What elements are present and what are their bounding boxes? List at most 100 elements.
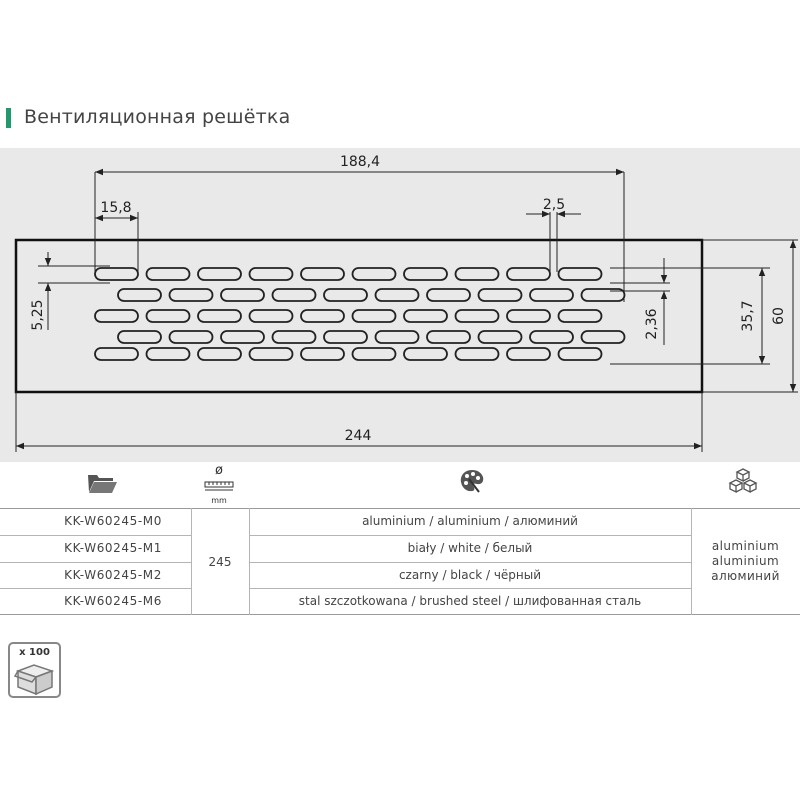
page-title: Вентиляционная решётка — [24, 106, 291, 128]
slot — [300, 267, 345, 281]
material-line: алюминий — [711, 569, 780, 583]
slot — [145, 347, 191, 361]
slot — [351, 347, 397, 361]
slot — [197, 267, 242, 281]
dim-total-length: 244 — [15, 392, 703, 452]
slot — [220, 330, 265, 344]
slot — [506, 309, 551, 323]
slot — [197, 309, 242, 323]
diameter-header: ø mm — [203, 464, 235, 505]
slot — [557, 267, 603, 281]
folder-icon — [88, 475, 117, 493]
package-quantity: x 100 — [19, 647, 50, 658]
diameter-unit: mm — [211, 496, 227, 505]
dim-text-5-25: 5,25 — [30, 299, 46, 330]
slot — [271, 330, 317, 344]
row-divider — [249, 562, 691, 563]
ruler-icon — [204, 481, 234, 491]
slot — [323, 288, 368, 302]
column-divider — [691, 508, 692, 615]
box-icon — [14, 664, 55, 695]
grille-outline — [14, 238, 704, 394]
slot — [117, 288, 162, 302]
dim-text-35-7: 35,7 — [740, 300, 756, 331]
slot — [271, 288, 317, 302]
slot — [477, 288, 523, 302]
slot — [580, 330, 626, 344]
row-divider — [249, 535, 691, 536]
slot — [94, 309, 139, 323]
palette-icon — [460, 470, 484, 493]
product-code: KK-W60245-M6 — [64, 594, 162, 608]
cubes-icon — [728, 468, 758, 494]
slot-pattern — [94, 267, 626, 361]
product-code: KK-W60245-M1 — [64, 541, 162, 555]
dim-slot-gap: 2,5 — [526, 197, 581, 272]
dim-text-2-5: 2,5 — [543, 197, 565, 213]
product-code: KK-W60245-M0 — [64, 514, 162, 528]
slot — [94, 267, 139, 281]
column-divider — [249, 508, 250, 615]
dim-total-height: 60 — [702, 239, 798, 393]
slot — [557, 347, 603, 361]
product-color: biały / white / белый — [407, 541, 533, 555]
slot — [454, 309, 500, 323]
slot — [145, 309, 191, 323]
table-top-border — [0, 508, 800, 509]
slot — [220, 288, 265, 302]
slot — [374, 288, 420, 302]
title-accent-bar — [6, 108, 11, 128]
slot — [248, 267, 294, 281]
slot — [168, 288, 214, 302]
slot — [248, 347, 294, 361]
slot — [557, 309, 603, 323]
dim-slot-length: 15,8 — [95, 200, 139, 272]
dim-text-2-36: 2,36 — [644, 308, 660, 339]
dim-row-pitch: 5,25 — [30, 252, 110, 331]
table-row: KK-W60245-M2 czarny / black / чёрный — [0, 562, 800, 588]
slot — [351, 309, 397, 323]
row-divider — [0, 535, 191, 536]
material-cell: aluminium aluminium алюминий — [691, 508, 800, 615]
package-badge: x 100 — [8, 642, 61, 698]
dim-slots-height: 35,7 — [610, 267, 770, 365]
table-bottom-border — [0, 614, 800, 615]
slot — [506, 347, 551, 361]
table-row: KK-W60245-M0 aluminium / aluminium / алю… — [0, 508, 800, 534]
product-color: stal szczotkowana / brushed steel / шлиф… — [298, 594, 642, 608]
slot — [374, 330, 420, 344]
drawing-background — [0, 148, 800, 462]
slot — [117, 330, 162, 344]
size-value: 245 — [208, 554, 232, 569]
slot — [426, 288, 471, 302]
dim-text-15-8: 15,8 — [100, 200, 131, 216]
material-line: aluminium — [711, 554, 780, 568]
slot — [403, 347, 448, 361]
slot — [94, 347, 139, 361]
row-divider — [0, 588, 191, 589]
slot — [454, 267, 500, 281]
dim-text-244: 244 — [345, 428, 372, 444]
table-header-row: ø mm — [0, 462, 800, 508]
column-divider — [191, 508, 192, 615]
slot — [168, 330, 214, 344]
row-divider — [249, 588, 691, 589]
slot — [300, 347, 345, 361]
product-color: czarny / black / чёрный — [398, 568, 542, 582]
material-line: aluminium — [711, 539, 780, 553]
slot — [477, 330, 523, 344]
product-table: KK-W60245-M0 aluminium / aluminium / алю… — [0, 508, 800, 615]
slot — [300, 309, 345, 323]
slot — [145, 267, 191, 281]
slot — [197, 347, 242, 361]
dim-text-188: 188,4 — [340, 154, 380, 170]
slot — [529, 330, 574, 344]
slot — [529, 288, 574, 302]
row-divider — [0, 562, 191, 563]
slot — [248, 309, 294, 323]
diameter-symbol: ø — [215, 463, 223, 478]
dim-slot-pitch-length: 188,4 — [94, 154, 625, 302]
slot — [426, 330, 471, 344]
table-row: KK-W60245-M1 biały / white / белый — [0, 535, 800, 561]
